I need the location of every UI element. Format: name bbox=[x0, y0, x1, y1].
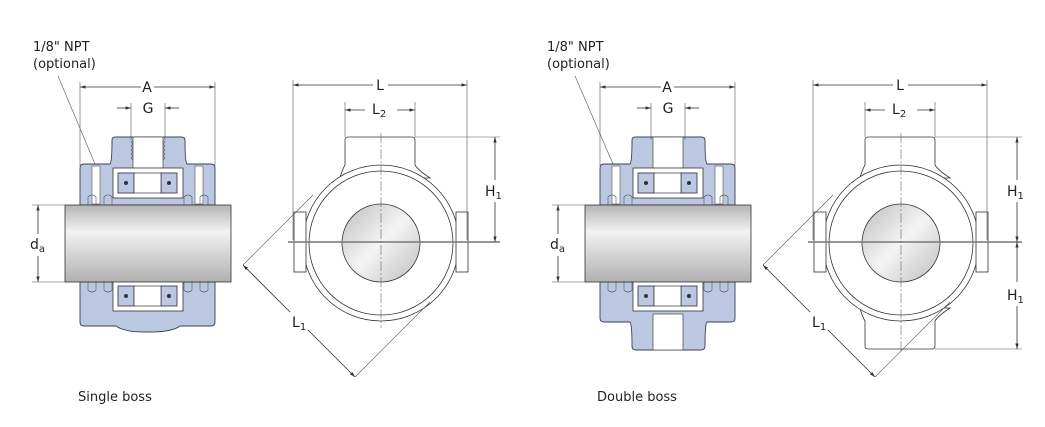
dim-da-label: da bbox=[550, 237, 565, 255]
dim-H1-label: H1 bbox=[485, 184, 502, 202]
end-view-circle bbox=[808, 133, 1022, 352]
caption-double-boss: Double boss bbox=[597, 390, 677, 405]
npt-optional-label: (optional) bbox=[547, 57, 610, 72]
double-boss-view: 1/8" NPT (optional) A G da bbox=[547, 40, 1024, 405]
single-boss-view: 1/8" NPT (optional) A G bbox=[30, 40, 502, 405]
dim-A-label: A bbox=[142, 80, 152, 96]
housing-side-section bbox=[599, 136, 736, 351]
dim-H1-lower-label: H1 bbox=[1007, 288, 1024, 306]
dim-L2-label: L2 bbox=[372, 102, 386, 120]
dim-G-label: G bbox=[663, 101, 674, 117]
dim-L2-label: L2 bbox=[892, 102, 906, 120]
npt-leader-line bbox=[57, 75, 96, 165]
dim-L1-label: L1 bbox=[812, 315, 826, 333]
npt-label: 1/8" NPT bbox=[33, 40, 90, 55]
dim-H1-label: H1 bbox=[1007, 184, 1024, 202]
grease-fitting-thread bbox=[132, 136, 164, 174]
caption-single-boss: Single boss bbox=[78, 390, 152, 405]
dim-G-label: G bbox=[143, 101, 154, 117]
npt-label: 1/8" NPT bbox=[547, 40, 604, 55]
shaft bbox=[584, 204, 752, 283]
dim-L-label: L bbox=[376, 78, 384, 94]
npt-leader-line bbox=[574, 75, 614, 165]
housing-side-section bbox=[79, 136, 216, 333]
dim-A-label: A bbox=[662, 80, 672, 96]
dim-L-label: L bbox=[896, 78, 904, 94]
dim-da-label: da bbox=[30, 237, 45, 255]
dim-L1-label: L1 bbox=[292, 315, 306, 333]
shaft bbox=[64, 204, 232, 283]
end-view-circle bbox=[288, 133, 500, 328]
npt-optional-label: (optional) bbox=[33, 57, 96, 72]
